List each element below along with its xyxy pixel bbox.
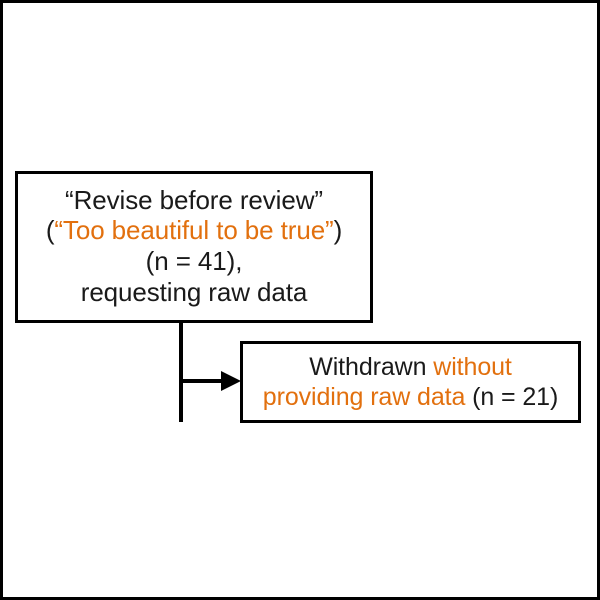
withdrawn-line-1: Withdrawn without xyxy=(253,352,568,383)
revise-line-1: “Revise before review” xyxy=(65,184,323,215)
revise-line-2-open-paren: ( xyxy=(45,215,55,246)
withdrawn-line-2: providing raw data (n = 21) xyxy=(253,382,568,413)
flow-box-revise-before-review[interactable]: “Revise before review” (“Too beautiful t… xyxy=(15,171,373,323)
revise-line-2: (“Too beautiful to be true”) xyxy=(24,215,364,246)
withdrawn-line-1-orange: without xyxy=(433,352,512,381)
revise-line-4: requesting raw data xyxy=(80,276,308,307)
flow-box-withdrawn-without-raw-data[interactable]: Withdrawn without providing raw data (n … xyxy=(240,341,581,423)
withdrawn-line-2-count: (n = 21) xyxy=(472,383,559,411)
connector-vertical-line xyxy=(179,323,183,422)
withdrawn-line-2-orange: providing raw data xyxy=(262,383,473,411)
diagram-stage: “Revise before review” (“Too beautiful t… xyxy=(3,3,597,597)
revise-line-2-quote-text: “Too beautiful to be true” xyxy=(54,215,334,246)
revise-line-3-count: (n = 41), xyxy=(145,246,243,276)
withdrawn-line-1-black: Withdrawn xyxy=(309,352,434,381)
revise-line-2-close-paren: ) xyxy=(333,215,343,246)
connector-horizontal-line xyxy=(179,379,225,383)
connector-arrowhead-icon xyxy=(221,371,241,391)
